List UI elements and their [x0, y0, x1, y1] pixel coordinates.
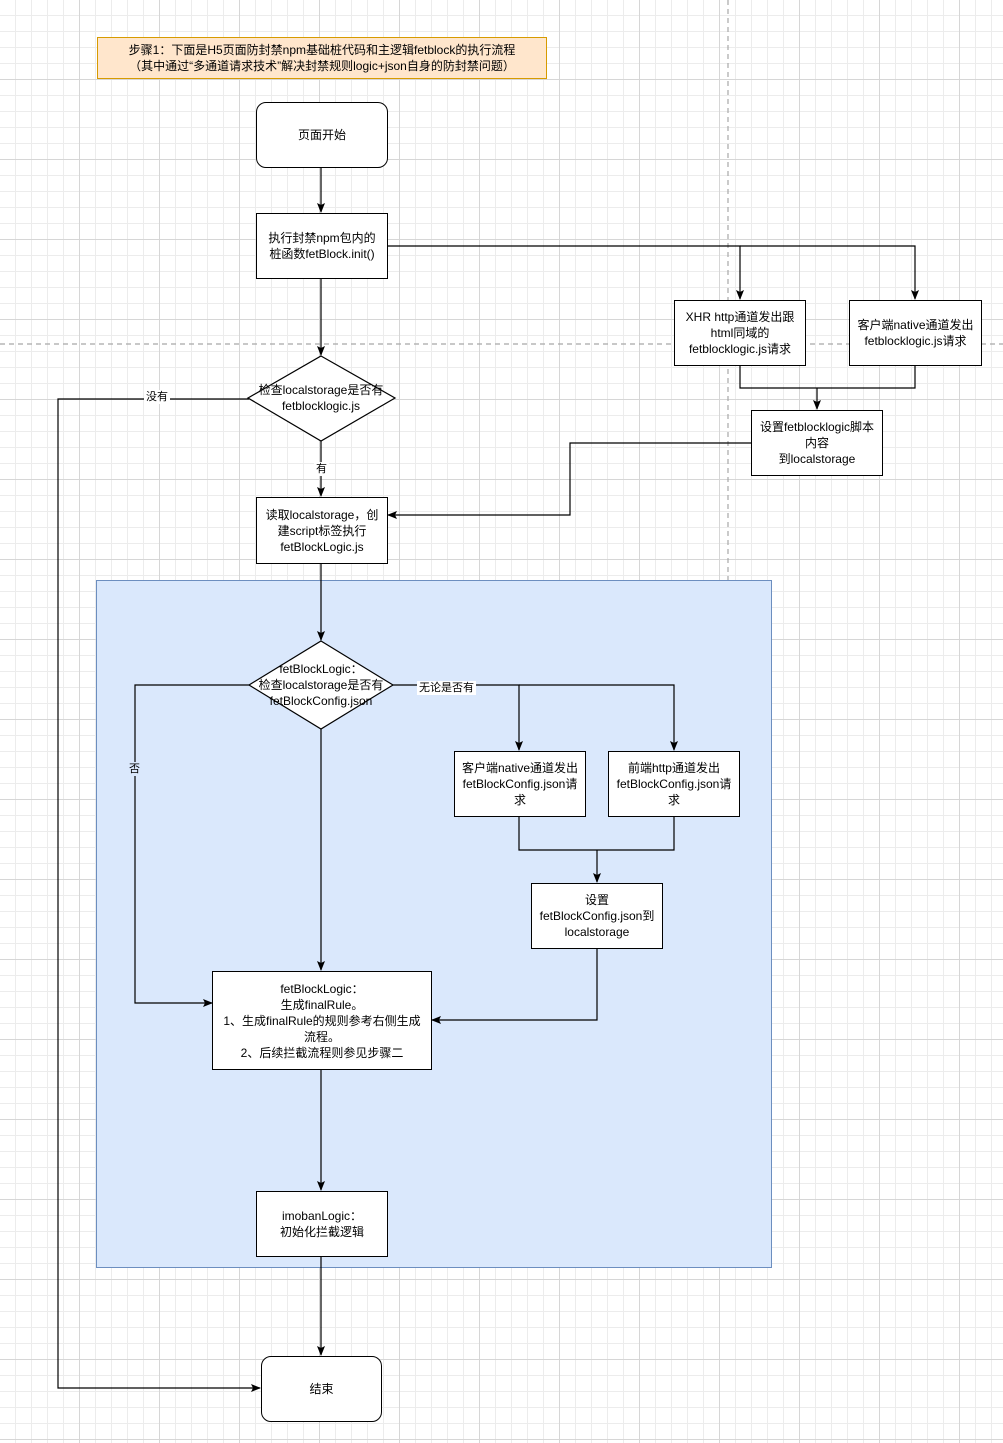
native-config-node: 客户端native通道发出 fetBlockConfig.json请 求 — [454, 751, 586, 817]
imoban-node: imobanLogic： 初始化拦截逻辑 — [256, 1191, 388, 1257]
set-config-node: 设置 fetBlockConfig.json到 localstorage — [531, 883, 663, 949]
check-logic-diamond — [246, 355, 397, 442]
edge-init-xhr — [388, 245, 744, 300]
edge-config-merge — [518, 817, 675, 851]
step1-note: 步骤1：下面是H5页面防封禁npm基础桩代码和主逻辑fetblock的执行流程 … — [97, 37, 547, 79]
label-has-logic: 有 — [314, 462, 329, 476]
http-config-node: 前端http通道发出 fetBlockConfig.json请 求 — [608, 751, 740, 817]
label-either: 无论是否有 — [417, 681, 476, 695]
set-logic-node: 设置fetblocklogic脚本 内容 到localstorage — [751, 410, 883, 476]
check-logic-text: 检查localstorage是否有 fetblocklogic.js — [258, 383, 384, 413]
edge-no-config-final — [134, 684, 249, 1007]
xhr-request-node: XHR http通道发出跟 html同域的 fetblocklogic.js请求 — [674, 300, 806, 366]
edge-set-config-final — [431, 949, 598, 1024]
edge-set-logic-read — [387, 442, 751, 519]
final-rule-node: fetBlockLogic： 生成finalRule。 1、生成finalRul… — [212, 971, 432, 1070]
check-config-diamond — [247, 640, 395, 730]
native-request-node: 客户端native通道发出 fetblocklogic.js请求 — [849, 300, 982, 366]
label-no-logic: 没有 — [144, 390, 170, 404]
label-no-config: 否 — [127, 762, 142, 776]
edge-config-http — [519, 684, 678, 751]
init-node: 执行封禁npm包内的 桩函数fetBlock.init() — [256, 213, 388, 279]
check-config-text: fetBlockLogic： 检查localstorage是否有 fetBloc… — [258, 662, 384, 708]
end-node: 结束 — [261, 1356, 382, 1422]
edge-init-native — [740, 245, 919, 300]
start-node: 页面开始 — [256, 102, 388, 168]
edge-requests-merge — [739, 366, 916, 389]
read-logic-node: 读取localstorage，创 建script标签执行 fetBlockLog… — [256, 497, 388, 564]
edge-no-logic-end — [57, 398, 261, 1392]
